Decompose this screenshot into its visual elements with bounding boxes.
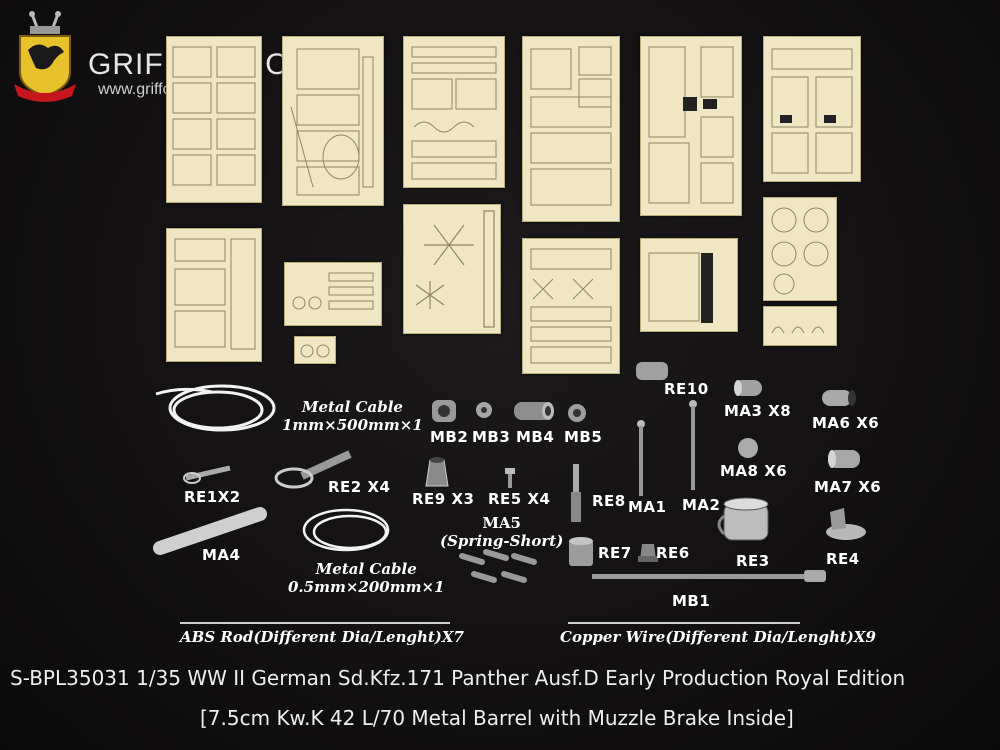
part-ma8 xyxy=(736,436,760,460)
label-mb3: MB3 xyxy=(472,428,511,446)
part-re7 xyxy=(566,536,596,568)
part-mb1-barrel xyxy=(586,566,832,586)
label-re3: RE3 xyxy=(736,552,770,570)
pe-sheet xyxy=(166,228,262,362)
product-title: S-BPL35031 1/35 WW II German Sd.Kfz.171 … xyxy=(10,666,906,690)
part-re3 xyxy=(714,494,778,548)
part-ma4 xyxy=(150,504,270,558)
part-re8 xyxy=(568,462,584,526)
pe-sheet xyxy=(522,238,620,374)
ma5-label: MA5(Spring-Short) xyxy=(440,514,564,550)
part-mb4 xyxy=(510,396,556,426)
label-re4: RE4 xyxy=(826,550,860,568)
label-ma2: MA2 xyxy=(682,496,721,514)
pe-sheet xyxy=(284,262,382,326)
part-re6 xyxy=(636,538,660,564)
part-ma3 xyxy=(730,374,766,402)
griffon-shield-icon xyxy=(14,11,76,102)
pe-sheet xyxy=(763,36,861,182)
pe-sheet xyxy=(282,36,384,206)
label-re9: RE9 X3 xyxy=(412,490,475,508)
metal-cable-05mm xyxy=(296,502,406,560)
product-subtitle: [7.5cm Kw.K 42 L/70 Metal Barrel with Mu… xyxy=(200,706,794,730)
pe-sheet xyxy=(403,36,505,188)
label-ma8: MA8 X6 xyxy=(720,462,788,480)
part-re9 xyxy=(420,454,454,490)
label-re5: RE5 X4 xyxy=(488,490,551,508)
label-ma6: MA6 X6 xyxy=(812,414,880,432)
label-mb1: MB1 xyxy=(672,592,711,610)
part-mb3 xyxy=(474,400,494,420)
part-mb2 xyxy=(428,396,460,426)
label-ma7: MA7 X6 xyxy=(814,478,882,496)
copper-wire-rule xyxy=(568,622,800,624)
pe-sheet xyxy=(403,204,501,334)
label-mb2: MB2 xyxy=(430,428,469,446)
pe-sheet xyxy=(763,197,837,301)
part-ma2 xyxy=(686,398,700,494)
part-re5 xyxy=(502,466,518,490)
pe-sheet xyxy=(166,36,262,203)
part-ma1 xyxy=(634,418,648,500)
part-ma5-springs xyxy=(456,548,542,592)
abs-rod-label: ABS Rod(Different Dia/Lenght)X7 xyxy=(180,628,464,646)
label-ma4: MA4 xyxy=(202,546,241,564)
part-re4 xyxy=(820,504,868,544)
part-re10 xyxy=(632,358,672,384)
label-re8: RE8 xyxy=(592,492,626,510)
label-re2: RE2 X4 xyxy=(328,478,391,496)
pe-sheet xyxy=(294,336,336,364)
pe-sheet xyxy=(522,36,620,222)
abs-rod-rule xyxy=(180,622,450,624)
part-ma6 xyxy=(818,384,858,412)
part-re2 xyxy=(272,446,356,490)
label-re10: RE10 xyxy=(664,380,709,398)
part-re1 xyxy=(180,462,240,486)
label-ma1: MA1 xyxy=(628,498,667,516)
label-re6: RE6 xyxy=(656,544,690,562)
copper-wire-label: Copper Wire(Different Dia/Lenght)X9 xyxy=(560,628,876,646)
label-mb4: MB4 xyxy=(516,428,555,446)
metal-cable-1mm xyxy=(152,380,282,440)
part-ma7 xyxy=(824,444,868,474)
label-re7: RE7 xyxy=(598,544,632,562)
pe-sheet xyxy=(763,306,837,346)
part-mb5 xyxy=(566,402,588,424)
pe-sheet xyxy=(640,36,742,216)
label-mb5: MB5 xyxy=(564,428,603,446)
label-re1: RE1X2 xyxy=(184,488,241,506)
pe-sheet xyxy=(640,238,738,332)
label-ma3: MA3 X8 xyxy=(724,402,792,420)
